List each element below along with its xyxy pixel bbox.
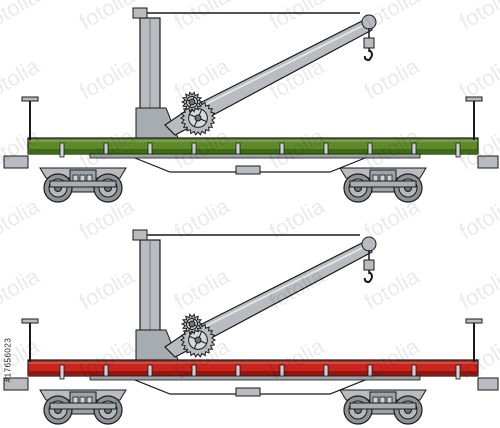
mast-cap <box>132 7 148 19</box>
hook <box>363 271 373 284</box>
watermark-text: fotolia <box>75 53 139 104</box>
brake-staff-right <box>465 318 483 362</box>
hook <box>363 49 373 62</box>
coupler-left <box>3 377 29 391</box>
watermark-text: fotolia <box>265 193 329 244</box>
brake-staff-right <box>465 96 483 140</box>
hook-block <box>363 259 375 271</box>
watermark-text: fotolia <box>265 123 329 174</box>
wheel <box>343 173 373 203</box>
truck-right <box>339 167 427 203</box>
deck-shadow <box>28 149 478 154</box>
brake-staff-left <box>21 96 39 140</box>
watermark-text: fotolia <box>455 53 500 104</box>
watermark-text: fotolia <box>0 0 44 34</box>
winch-gear-small <box>180 91 204 113</box>
watermark-text: fotolia <box>75 263 139 314</box>
coupler-left <box>3 155 29 169</box>
stake-pocket <box>455 142 461 158</box>
stock-id-label: #17656023 <box>3 320 13 400</box>
brake-cylinder <box>235 387 261 397</box>
wheel <box>393 395 423 425</box>
watermark-text: fotolia <box>455 193 500 244</box>
watermark-text: fotolia <box>360 123 424 174</box>
wheel <box>93 395 123 425</box>
mast-cap <box>132 229 148 241</box>
watermark-text: fotolia <box>360 0 424 34</box>
watermark-text: fotolia <box>0 263 44 314</box>
watermark-text: fotolia <box>170 0 234 34</box>
stake-pocket <box>59 142 65 158</box>
wheel <box>343 395 373 425</box>
center-sill <box>89 153 421 159</box>
brake-staff-left <box>21 318 39 362</box>
stake-pocket <box>59 364 65 380</box>
stake-pocket <box>455 364 461 380</box>
watermark-text: fotolia <box>75 123 139 174</box>
wheel <box>43 173 73 203</box>
watermark-text: fotolia <box>170 263 234 314</box>
watermark-text: fotolia <box>455 333 500 384</box>
coupler-right <box>477 377 499 391</box>
watermark-text: fotolia <box>455 263 500 314</box>
flatcar-top <box>3 7 499 203</box>
coupler-right <box>477 155 499 169</box>
flatcar-bottom <box>3 229 499 425</box>
center-sill <box>89 375 421 381</box>
watermark-text: fotolia <box>360 193 424 244</box>
brake-cylinder <box>235 165 261 175</box>
watermark-text: fotolia <box>0 193 44 244</box>
watermark-text: fotolia <box>75 0 139 34</box>
watermark-text: fotolia <box>265 0 329 34</box>
watermark-text: fotolia <box>455 0 500 34</box>
truck-right <box>339 389 427 425</box>
wheel <box>43 395 73 425</box>
watermark-text: fotolia <box>170 193 234 244</box>
watermark-text: fotolia <box>265 263 329 314</box>
winch-gear-small <box>180 313 204 335</box>
stock-id-text: #17656023 <box>3 337 13 383</box>
truck-left <box>39 389 127 425</box>
deck-shadow <box>28 371 478 376</box>
truck-left <box>39 167 127 203</box>
hook-block <box>363 37 375 49</box>
